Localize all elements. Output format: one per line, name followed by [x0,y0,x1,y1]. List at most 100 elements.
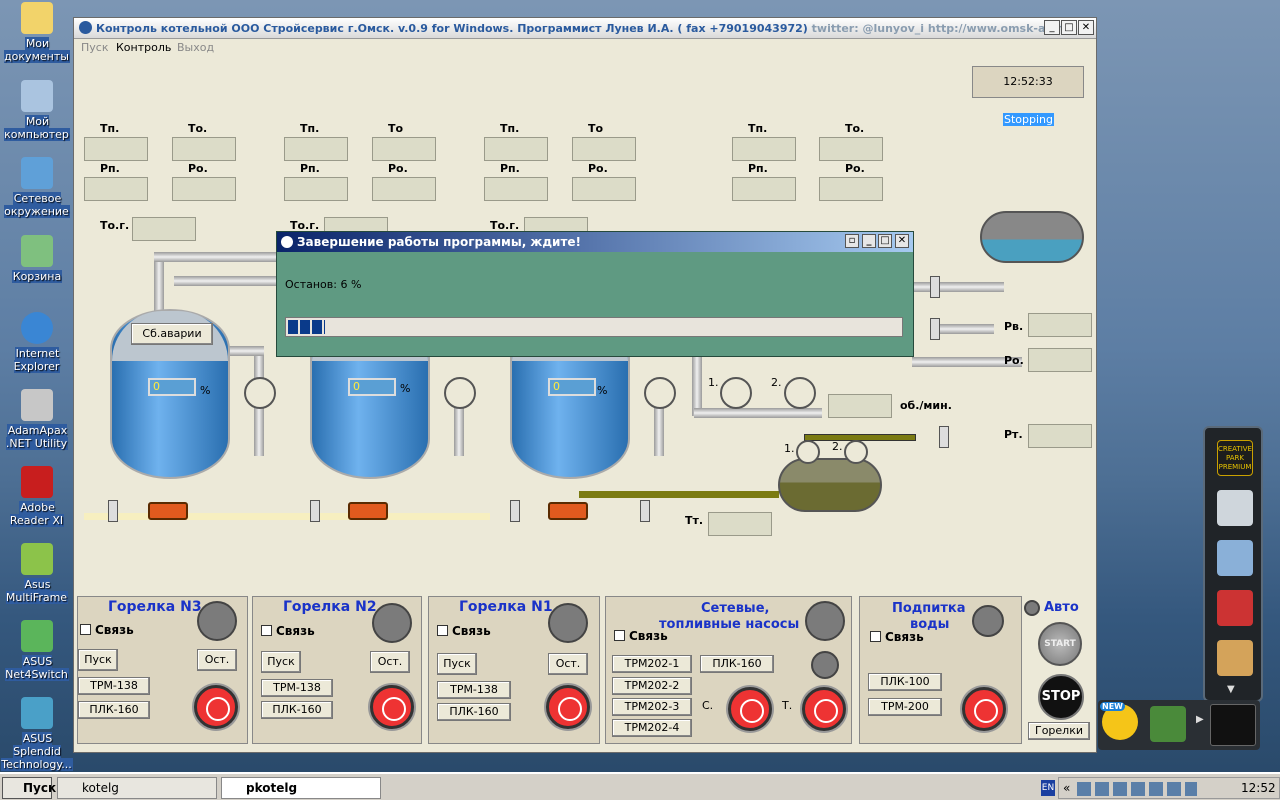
keyboard-icon[interactable] [1210,704,1256,746]
water-trm-button[interactable]: ТРМ-200 [868,698,942,716]
menu-start[interactable]: Пуск [81,41,109,54]
trm202-3-button[interactable]: ТРМ202-3 [612,698,692,716]
pipe [454,386,464,456]
tp-field-1 [484,137,548,161]
burner-3-plk-button[interactable]: ПЛК-160 [78,701,150,719]
desktop-icon-internet-explorer[interactable]: Internet Explorer [0,312,74,373]
dialog-close-button[interactable]: ✕ [895,234,909,248]
tray-icons[interactable] [1077,782,1197,796]
tog-field-3 [132,217,196,241]
reset-alarm-button[interactable]: Сб.аварии [131,323,213,345]
desktop-icon-asus-net4switch[interactable]: ASUS Net4Switch [0,620,74,681]
taskbar-item-pkotelg[interactable]: pkotelg [221,777,381,799]
pipe [154,254,164,314]
burners-button[interactable]: Горелки [1028,722,1090,740]
valve-icon [494,500,534,522]
fuel-pumps-emergency-button[interactable] [802,687,846,731]
fuel-tank [778,458,882,512]
minimize-button[interactable]: _ [1044,20,1060,35]
creative-park-icon[interactable]: CREATIVE PARK PREMIUM [1217,440,1253,476]
desktop-icon-adobe-reader[interactable]: Adobe Reader XI [0,466,74,527]
dialog-maximize-button[interactable]: □ [878,234,892,248]
burner-1-trm-button[interactable]: ТРМ-138 [437,681,511,699]
rpm-field [828,394,892,418]
valve-icon [929,426,969,448]
trm202-4-button[interactable]: ТРМ202-4 [612,719,692,737]
pipe [654,386,664,456]
menu-control[interactable]: Контроль [116,41,172,54]
pumps-svyaz-checkbox[interactable]: Связь [614,629,668,643]
burner-3-stop-button[interactable]: Ост. [197,649,237,671]
desktop-icon-asus-splendid[interactable]: ASUS Splendid Technology... [0,697,74,771]
pdf-icon [21,466,53,498]
burner-2-lamp [372,603,412,643]
tp-field-3 [84,137,148,161]
desktop-icon-my-computer[interactable]: Мой компьютер [0,80,74,141]
dock-arrow-icon[interactable]: ▶ [1196,714,1204,725]
stop-button[interactable]: STOP [1038,674,1084,720]
burner-3-svyaz-checkbox[interactable]: Связь [80,623,134,637]
burner-3-trm-button[interactable]: ТРМ-138 [78,677,150,695]
close-button[interactable]: ✕ [1078,20,1094,35]
burner-2-svyaz-checkbox[interactable]: Связь [261,624,315,638]
burner-1-plk-button[interactable]: ПЛК-160 [437,703,511,721]
menu-exit[interactable]: Выход [177,41,215,54]
pumps-plk-button[interactable]: ПЛК-160 [700,655,774,673]
burner-1-svyaz-checkbox[interactable]: Связь [437,624,491,638]
ro-label-2: Ро. [388,162,408,175]
burner-1-title: Горелка N1 [459,599,553,615]
album-icon[interactable] [1217,590,1253,626]
taskbar: Пуск kotelg pkotelg EN « 12:52 [0,772,1280,800]
user-icon[interactable] [1150,706,1186,742]
new-badge-icon[interactable]: NEW [1100,702,1138,740]
start-button[interactable]: START [1038,622,1082,666]
dock-expand-icon[interactable]: ▼ [1227,684,1235,695]
burner-1-emergency-button[interactable] [546,685,590,729]
burner-2-start-button[interactable]: Пуск [261,651,301,673]
desktop-icon-adamapax[interactable]: AdamApax .NET Utility [0,389,74,450]
pumps-lamp-1 [805,601,845,641]
water-svyaz-checkbox[interactable]: Связь [870,630,924,644]
printer-icon[interactable] [1217,490,1253,526]
desktop-icon-network[interactable]: Сетевое окружение [0,157,74,218]
tog-label-1: То.г. [490,219,520,232]
ro2-field [1028,348,1092,372]
image-tools-icon[interactable] [1217,640,1253,676]
title-bar[interactable]: Контроль котельной ООО Стройсервис г.Омс… [74,18,1096,39]
water-emergency-button[interactable] [962,687,1006,731]
trm202-1-button[interactable]: ТРМ202-1 [612,655,692,673]
language-indicator[interactable]: EN [1041,780,1055,796]
desktop-icon-recycle-bin[interactable]: Корзина [0,235,74,283]
pipe [174,276,294,286]
burner-2-plk-button[interactable]: ПЛК-160 [261,701,333,719]
ie-icon [21,312,53,344]
desktop-icon-asus-multiframe[interactable]: Asus MultiFrame [0,543,74,604]
network-pump-2 [784,377,816,409]
start-menu-button[interactable]: Пуск [2,777,56,799]
burner-3-start-button[interactable]: Пуск [78,649,118,671]
pipe [934,324,994,334]
trm202-2-button[interactable]: ТРМ202-2 [612,677,692,695]
pumps-title-2: топливные насосы [659,617,800,632]
burner-1-stop-button[interactable]: Ост. [548,653,588,675]
water-plk-button[interactable]: ПЛК-100 [868,673,942,691]
burner-2-stop-button[interactable]: Ост. [370,651,410,673]
burner-3-emergency-button[interactable] [194,685,238,729]
dialog-minimize-button[interactable]: _ [862,234,876,248]
dialog-help-button[interactable]: ▫ [845,234,859,248]
burner-2-emergency-button[interactable] [370,685,414,729]
heater-1 [548,502,588,520]
burner-2-trm-button[interactable]: ТРМ-138 [261,679,333,697]
desktop-icon-my-documents[interactable]: Мои документы [0,2,74,63]
tray-expand-icon[interactable]: « [1063,781,1071,795]
taskbar-item-kotelg[interactable]: kotelg [57,777,217,799]
photos-icon[interactable] [1217,540,1253,576]
pct-unit-1: % [597,384,608,397]
maximize-button[interactable]: □ [1061,20,1077,35]
network-pumps-emergency-button[interactable] [728,687,772,731]
burner-1-start-button[interactable]: Пуск [437,653,477,675]
auto-panel: Авто START STOP Горелки [1024,596,1092,744]
rv-label: Рв. [1004,320,1024,333]
dialog-title-bar[interactable]: Завершение работы программы, ждите! ▫ _ … [277,232,913,252]
fuel-pump-2 [844,440,868,464]
